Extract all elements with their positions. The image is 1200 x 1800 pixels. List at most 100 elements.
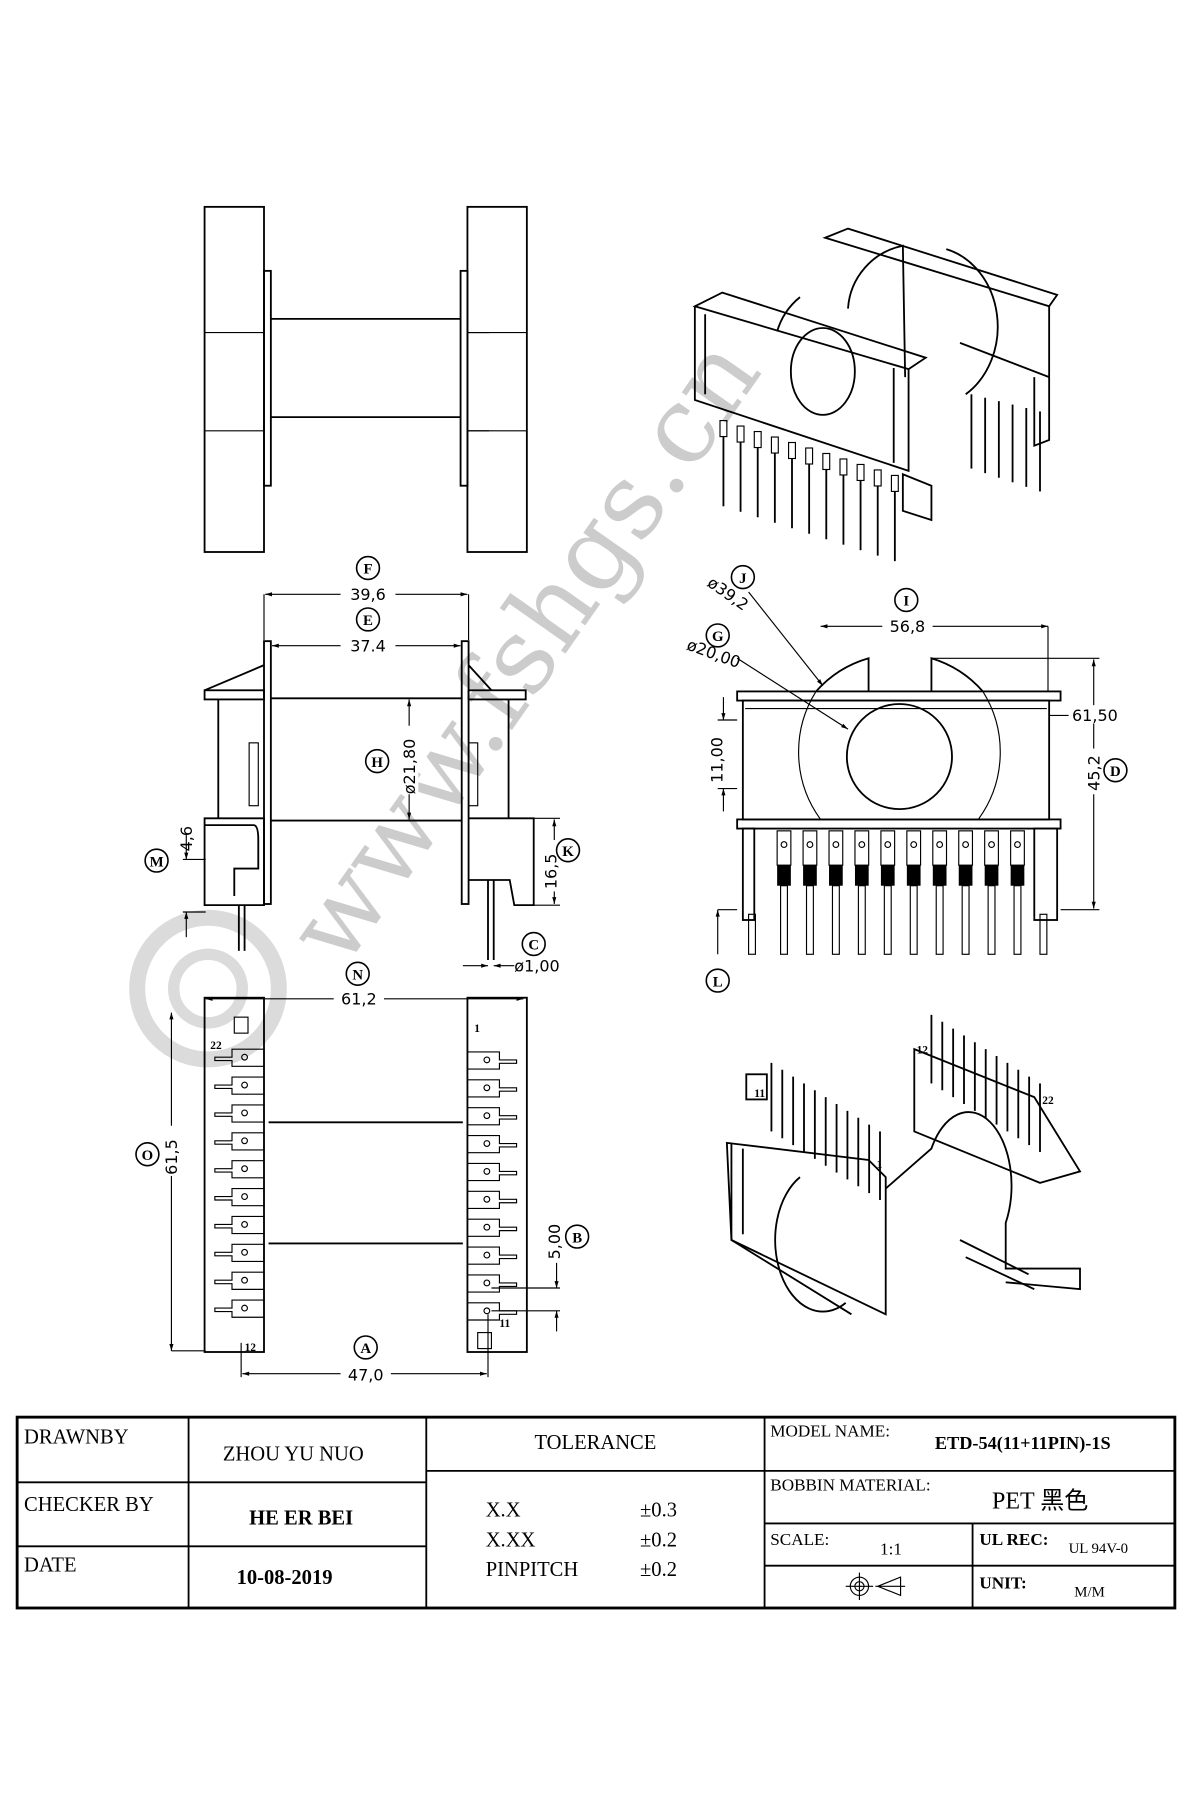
iso-pin-housing: [856, 463, 865, 482]
front-pin-collar: [880, 865, 895, 886]
date-value: 10-08-2019: [237, 1567, 333, 1589]
bottom-pin-hole: [483, 1168, 491, 1175]
material-label: BOBBIN MATERIAL:: [770, 1475, 930, 1494]
svg-text:K: K: [562, 844, 574, 860]
front-pin-collar: [829, 865, 843, 886]
svg-text:61,5: 61,5: [162, 1139, 181, 1175]
tolerance-header: TOLERANCE: [534, 1432, 656, 1454]
front-pin-hole: [1014, 841, 1021, 848]
bottom-pin-right: [466, 1162, 518, 1182]
svg-text:61,2: 61,2: [341, 990, 377, 1009]
model-value: ETD-54(11+11PIN)-1S: [935, 1433, 1111, 1454]
third-angle-projection-icon: [845, 1572, 906, 1600]
bottom-pin-hole: [241, 1109, 248, 1117]
front-pin: [780, 885, 788, 955]
dim-M: M4,6: [144, 826, 196, 873]
svg-text:56,8: 56,8: [890, 617, 926, 636]
unit-value: M/M: [1074, 1585, 1105, 1601]
svg-text:H: H: [371, 755, 383, 771]
bottom-pin-hole: [483, 1140, 491, 1147]
bottom-pin-right: [466, 1190, 518, 1210]
front-pin-collar: [1010, 865, 1025, 886]
svg-text:A: A: [360, 1341, 371, 1357]
front-view: [715, 591, 1100, 955]
scale-value: 1:1: [880, 1539, 902, 1558]
tolerance-value-3: ±0.2: [640, 1559, 677, 1581]
bottom-pin-hole: [483, 1279, 491, 1287]
bottom-pin-right: [466, 1107, 518, 1126]
front-pin: [805, 885, 814, 955]
bottom-pin-hole: [241, 1165, 248, 1173]
iso-pin-label-11: 11: [754, 1088, 765, 1100]
bottom-pin-hole: [483, 1195, 491, 1203]
iso-pin-housing: [822, 452, 831, 471]
svg-text:N: N: [352, 967, 363, 983]
unit-label: UNIT:: [979, 1574, 1026, 1593]
front-pin-collar: [803, 865, 817, 886]
front-pin: [1013, 885, 1022, 955]
bottom-pin-left: [214, 1160, 265, 1179]
ul-value: UL 94V-0: [1069, 1541, 1129, 1557]
svg-text:C: C: [528, 938, 539, 954]
tolerance-value-1: ±0.3: [640, 1500, 677, 1522]
bottom-pin-hole: [241, 1304, 248, 1312]
isometric-view-bottom: [725, 1014, 1082, 1316]
iso-pin-housing: [873, 469, 882, 487]
model-label: MODEL NAME:: [770, 1422, 890, 1441]
svg-text:4,6: 4,6: [177, 826, 196, 851]
svg-text:16,5: 16,5: [542, 854, 561, 890]
checker-label: CHECKER BY: [24, 1494, 154, 1516]
iso-pin-label-1: 1: [877, 1159, 883, 1171]
dim-L: L: [705, 968, 730, 993]
dim-C: Cø1,00: [514, 931, 560, 975]
bottom-pin-hole: [241, 1248, 248, 1256]
tolerance-label-3: PINPITCH: [486, 1559, 579, 1581]
pin-label-22: 22: [210, 1040, 222, 1052]
dim-F: F39,6: [340, 555, 396, 604]
front-pin: [987, 885, 996, 955]
svg-text:47,0: 47,0: [348, 1366, 384, 1385]
bottom-view: [169, 996, 560, 1378]
front-pin: [748, 913, 756, 955]
bottom-pin-hole: [241, 1081, 248, 1089]
pin-label-12: 12: [245, 1342, 257, 1354]
front-pin-collar: [958, 865, 973, 886]
front-pin-hole: [806, 841, 814, 848]
iso-pin-housing: [839, 458, 848, 476]
svg-text:ø21,80: ø21,80: [400, 739, 419, 795]
material-value: PET 黑色: [992, 1488, 1088, 1515]
bottom-pin-hole: [483, 1112, 491, 1120]
title-block: [15, 1415, 1177, 1610]
bottom-pin-left: [214, 1243, 265, 1263]
bottom-pin-hole: [241, 1221, 248, 1228]
bottom-pin-right: [466, 1051, 518, 1070]
bottom-pin-right: [466, 1134, 518, 1154]
bottom-pin-right: [466, 1218, 518, 1237]
svg-text:G: G: [712, 629, 724, 645]
svg-text:ø1,00: ø1,00: [514, 956, 559, 975]
date-label: DATE: [24, 1554, 77, 1576]
svg-text:L: L: [713, 974, 723, 990]
scale-label: SCALE:: [770, 1530, 829, 1549]
svg-text:E: E: [363, 613, 373, 629]
bottom-pin-left: [214, 1048, 265, 1067]
tolerance-label-1: X.X: [486, 1500, 521, 1522]
svg-text:O: O: [142, 1148, 154, 1164]
svg-text:39,6: 39,6: [350, 585, 386, 604]
iso-pin-housing: [788, 441, 796, 460]
front-pin: [883, 885, 892, 955]
svg-text:45,2: 45,2: [1084, 755, 1103, 791]
drawn-by-value: ZHOU YU NUO: [223, 1444, 364, 1466]
front-pin-collar: [984, 865, 999, 886]
dim-11: 11,00: [707, 737, 726, 783]
bottom-pin-right: [466, 1274, 518, 1293]
dim-E: E37.4: [340, 607, 396, 655]
front-pin-collar: [777, 865, 791, 886]
front-pin-collar: [854, 865, 869, 886]
front-pin-hole: [962, 841, 970, 848]
